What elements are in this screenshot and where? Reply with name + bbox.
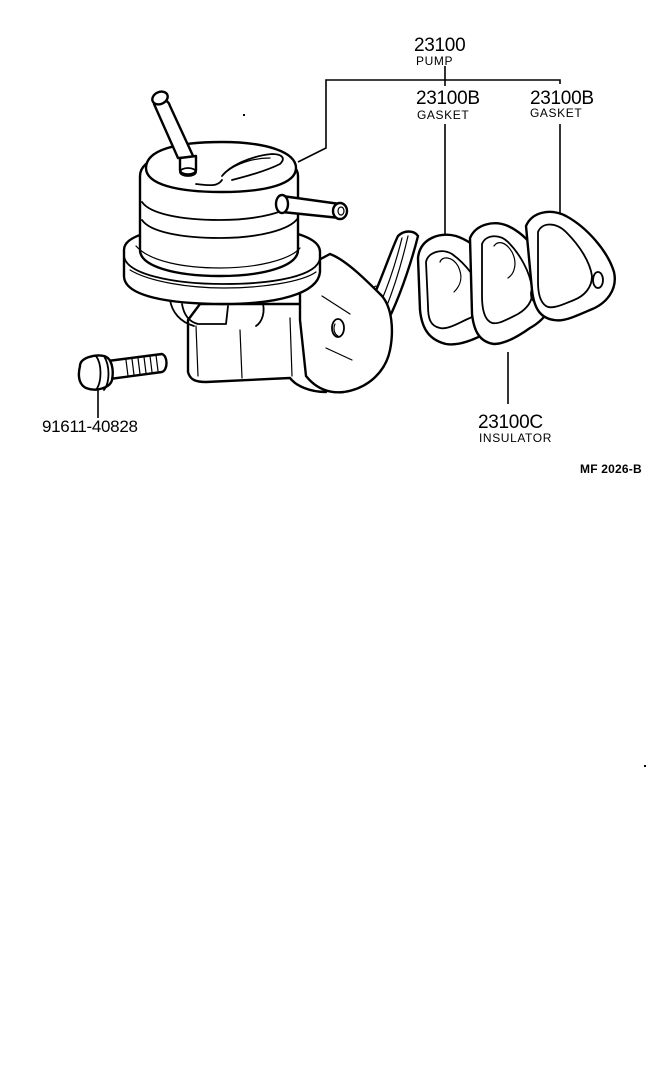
part-number-pump: 23100	[414, 35, 466, 56]
bolt	[77, 352, 168, 391]
speck	[644, 765, 646, 767]
leader-lines	[97, 66, 561, 418]
speck	[243, 114, 245, 116]
fuel-pump	[122, 90, 420, 394]
part-number-bolt: 91611-40828	[42, 417, 138, 436]
part-name-gasket-front: GASKET	[417, 108, 470, 122]
part-number-insulator: 23100C	[478, 412, 543, 433]
part-name-pump: PUMP	[416, 54, 454, 68]
part-number-gasket-front: 23100B	[416, 88, 480, 109]
gasket-rear	[524, 210, 616, 322]
diagram-reference-code: MF 2026-B	[580, 462, 642, 476]
part-name-insulator: INSULATOR	[479, 431, 552, 445]
part-name-gasket-rear: GASKET	[530, 106, 583, 120]
part-number-gasket-rear: 23100B	[530, 88, 594, 109]
